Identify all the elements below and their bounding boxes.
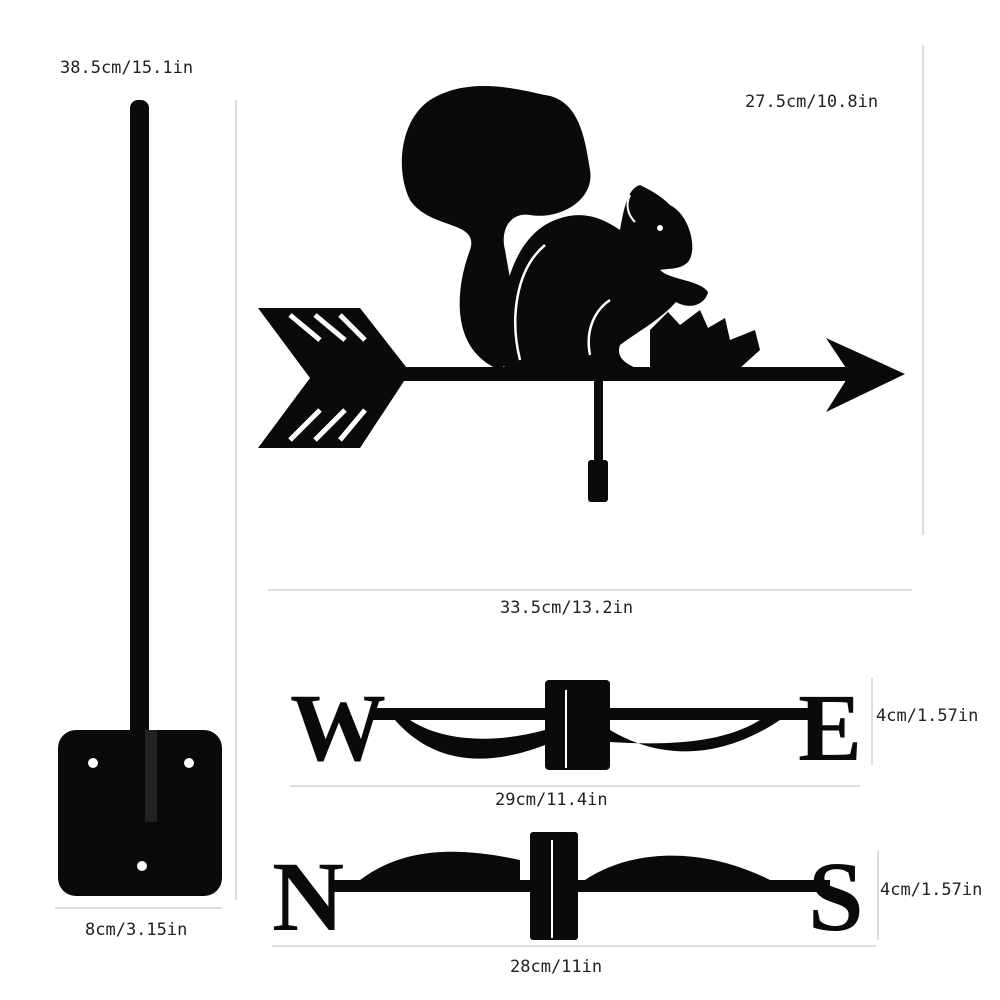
- squirrel-body: [501, 185, 708, 370]
- arrow-head: [826, 338, 905, 412]
- vane-height-label: 27.5cm/10.8in: [745, 92, 879, 112]
- ns-width-label: 28cm/11in: [510, 957, 603, 977]
- letter-east: E: [798, 674, 862, 781]
- leaf-decoration: [650, 310, 760, 368]
- screw-hole: [137, 861, 147, 871]
- ns-bracket: [530, 832, 578, 940]
- squirrel-tail: [401, 85, 591, 371]
- pole-assembly: [58, 100, 222, 896]
- base-width-label: 8cm/3.15in: [85, 920, 188, 940]
- squirrel-vane: [258, 85, 905, 502]
- we-width-label: 29cm/11.4in: [495, 790, 608, 810]
- vane-width-label: 33.5cm/13.2in: [500, 598, 634, 618]
- squirrel-eye: [657, 225, 663, 231]
- screw-hole: [88, 758, 98, 768]
- pole-height-label: 38.5cm/15.1in: [60, 58, 194, 78]
- ns-height-label: 4cm/1.57in: [880, 880, 983, 900]
- letter-south: S: [808, 841, 864, 952]
- letter-north: N: [272, 841, 344, 952]
- base-plate: [58, 730, 222, 896]
- we-bracket: [545, 680, 610, 770]
- screw-hole: [184, 758, 194, 768]
- north-south-arm: N S: [272, 832, 864, 952]
- arrow-shaft: [400, 367, 870, 381]
- arrow-tail: [258, 308, 410, 448]
- letter-west: W: [290, 674, 386, 781]
- west-east-arm: W E: [290, 674, 862, 781]
- we-height-label: 4cm/1.57in: [876, 706, 979, 726]
- pole: [130, 100, 149, 820]
- dimension-lines: [55, 45, 924, 947]
- ns-bar: [330, 880, 830, 892]
